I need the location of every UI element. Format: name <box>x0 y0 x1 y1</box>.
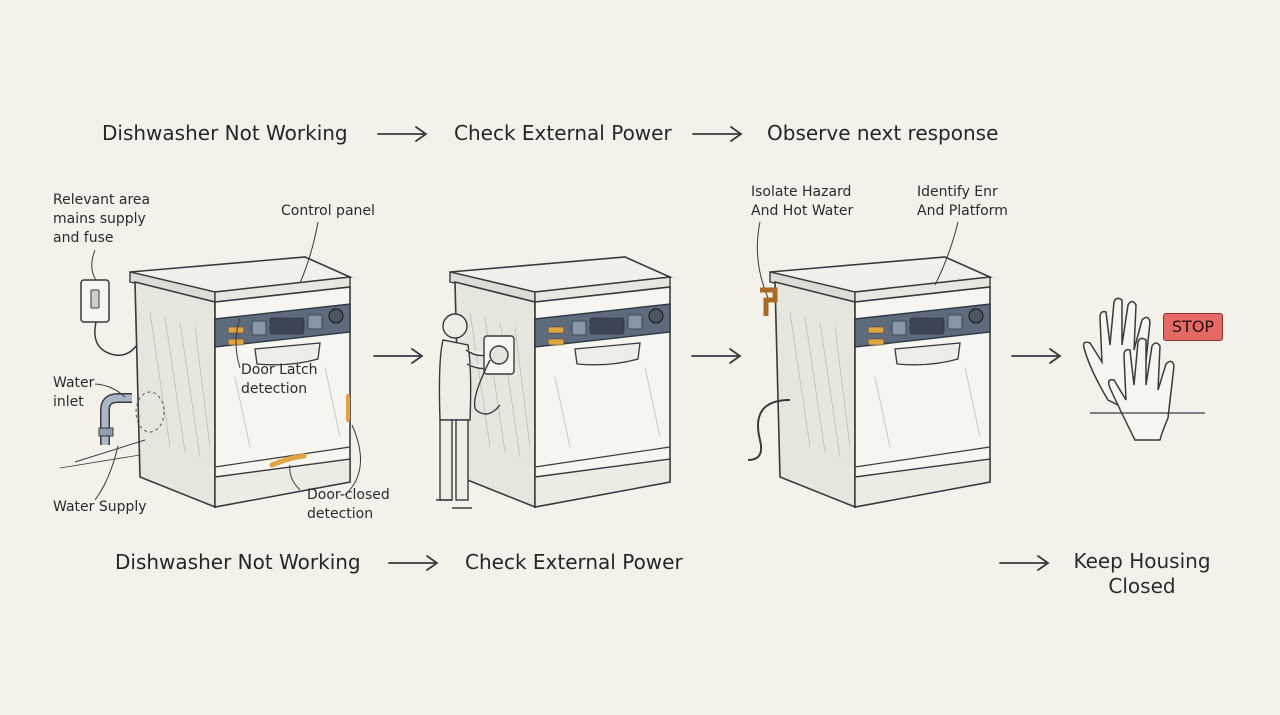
keep-housing-closed: Keep Housing Closed <box>1073 549 1211 598</box>
door-latch-label: Door Latch detection <box>241 362 318 397</box>
isolate-hazard-label: Isolate Hazard And Hot Water <box>751 184 854 219</box>
flow-step-2: Check External Power <box>454 121 672 145</box>
control-panel-label: Control panel <box>281 203 375 219</box>
bottom-flow-step-2: Check External Power <box>465 550 683 574</box>
door-closed-label: Door-closed detection <box>307 487 390 522</box>
stop-sign: STOP <box>1163 313 1223 341</box>
identify-label: Identify Enr And Platform <box>917 184 1008 219</box>
flow-step-3: Observe next response <box>767 121 999 145</box>
water-inlet-label: Water inlet <box>53 375 95 410</box>
mains-supply-label: Relevant area mains supply and fuse <box>53 192 151 246</box>
bottom-flow-step-1: Dishwasher Not Working <box>115 550 361 574</box>
water-supply-label: Water Supply <box>53 499 147 515</box>
flow-step-1: Dishwasher Not Working <box>102 121 348 145</box>
